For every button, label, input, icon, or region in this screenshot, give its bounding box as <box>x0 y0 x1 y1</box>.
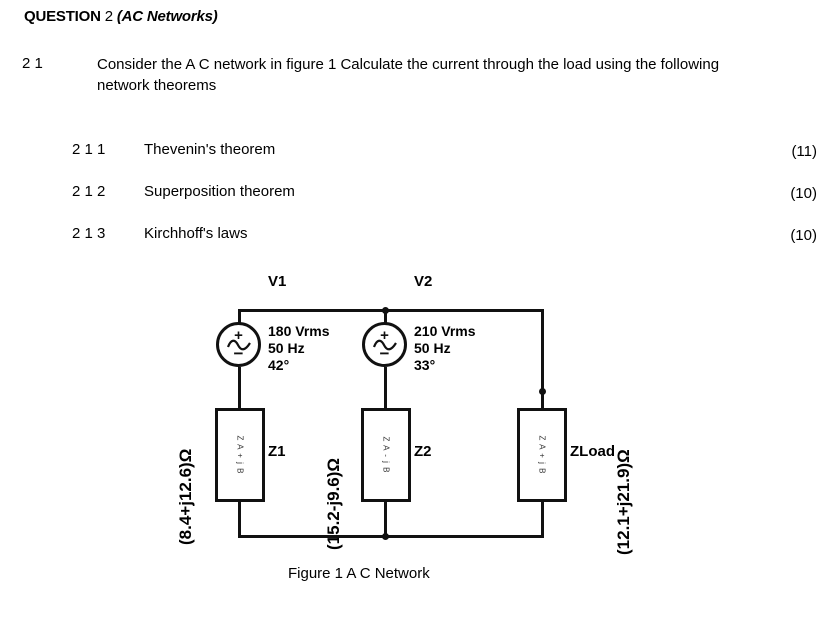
subitem-2-1-3: 2 1 3 Kirchhoff's laws (10) <box>22 225 822 247</box>
source-v2-spec: 210 Vrms 50 Hz 33° <box>414 323 476 374</box>
wire-v1-to-z1 <box>238 367 241 408</box>
impedance-z1-name: Z1 <box>268 443 286 460</box>
subitem-marks: (11) <box>791 143 817 160</box>
question-item-index: 2 1 <box>22 55 43 72</box>
node-dot-bottom-mid <box>382 533 389 540</box>
source-minus-icon: − <box>233 344 244 363</box>
wire-top-rail <box>238 309 544 312</box>
impedance-zload-box: Z A + j B <box>517 408 567 502</box>
source-v1-amplitude: 180 Vrms <box>268 323 330 339</box>
impedance-z2-inner-label: Z A - j B <box>381 436 391 474</box>
subitem-marks: (10) <box>790 185 817 202</box>
source-minus-icon: − <box>379 344 390 363</box>
wire-zload-to-ground <box>541 502 544 537</box>
sine-wave-icon <box>372 339 397 350</box>
source-v2-phase: 33° <box>414 357 436 374</box>
node-label-v1: V1 <box>268 273 287 290</box>
impedance-zload-value: (12.1+j21.9)Ω <box>614 449 633 555</box>
ac-source-v2-symbol: + − <box>362 322 407 367</box>
figure-caption: Figure 1 A C Network <box>288 565 430 582</box>
wire-bottom-rail <box>238 535 544 538</box>
sine-wave-icon <box>226 339 251 350</box>
source-v1-spec: 180 Vrms 50 Hz 42° <box>268 323 330 374</box>
wire-z1-to-ground <box>238 502 241 537</box>
source-v2-amplitude: 210 Vrms <box>414 323 476 339</box>
source-plus-icon: + <box>234 327 243 344</box>
impedance-z2-box: Z A - j B <box>361 408 411 502</box>
subitem-label: Kirchhoff's laws <box>144 225 248 242</box>
impedance-zload-inner-label: Z A + j B <box>537 435 547 475</box>
question-number: 2 <box>104 8 113 25</box>
ac-source-v1-symbol: + − <box>216 322 261 367</box>
wire-z2-to-ground <box>384 502 387 537</box>
subitem-label: Thevenin's theorem <box>144 141 276 158</box>
subitem-index: 2 1 3 <box>72 225 106 242</box>
question-keyword: QUESTION <box>24 8 101 25</box>
node-dot-v2-top <box>382 307 389 314</box>
wire-v2-to-z2 <box>384 367 387 408</box>
source-v1-frequency: 50 Hz <box>268 340 305 357</box>
subitem-label: Superposition theorem <box>144 183 295 200</box>
node-label-v2: V2 <box>414 273 433 290</box>
circuit-figure: V1 V2 + − 180 Vrms 50 Hz 42° + − 210 Vrm… <box>0 255 837 622</box>
subitem-index: 2 1 1 <box>72 141 106 158</box>
impedance-z1-box: Z A + j B <box>215 408 265 502</box>
wire-right-drop <box>541 309 544 409</box>
source-v1-phase: 42° <box>268 357 290 374</box>
subitem-index: 2 1 2 <box>72 183 106 200</box>
subitem-2-1-2: 2 1 2 Superposition theorem (10) <box>22 183 822 205</box>
subitem-2-1-1: 2 1 1 Thevenin's theorem (11) <box>22 141 822 163</box>
source-v2-frequency: 50 Hz <box>414 340 451 357</box>
question-topic: (AC Networks) <box>116 8 218 25</box>
impedance-zload-name: ZLoad <box>570 443 615 460</box>
wire-v2-top-stub <box>384 309 387 323</box>
question-header: QUESTION 2 (AC Networks) <box>24 8 218 25</box>
impedance-z1-inner-label: Z A + j B <box>235 435 245 475</box>
impedance-z1-value: (8.4+j12.6)Ω <box>176 448 195 545</box>
impedance-z2-name: Z2 <box>414 443 432 460</box>
wire-v1-top-stub <box>238 309 241 323</box>
node-dot-load-top <box>539 388 546 395</box>
source-plus-icon: + <box>380 327 389 344</box>
subitem-marks: (10) <box>790 227 817 244</box>
question-item-text: Consider the A C network in figure 1 Cal… <box>97 56 720 94</box>
